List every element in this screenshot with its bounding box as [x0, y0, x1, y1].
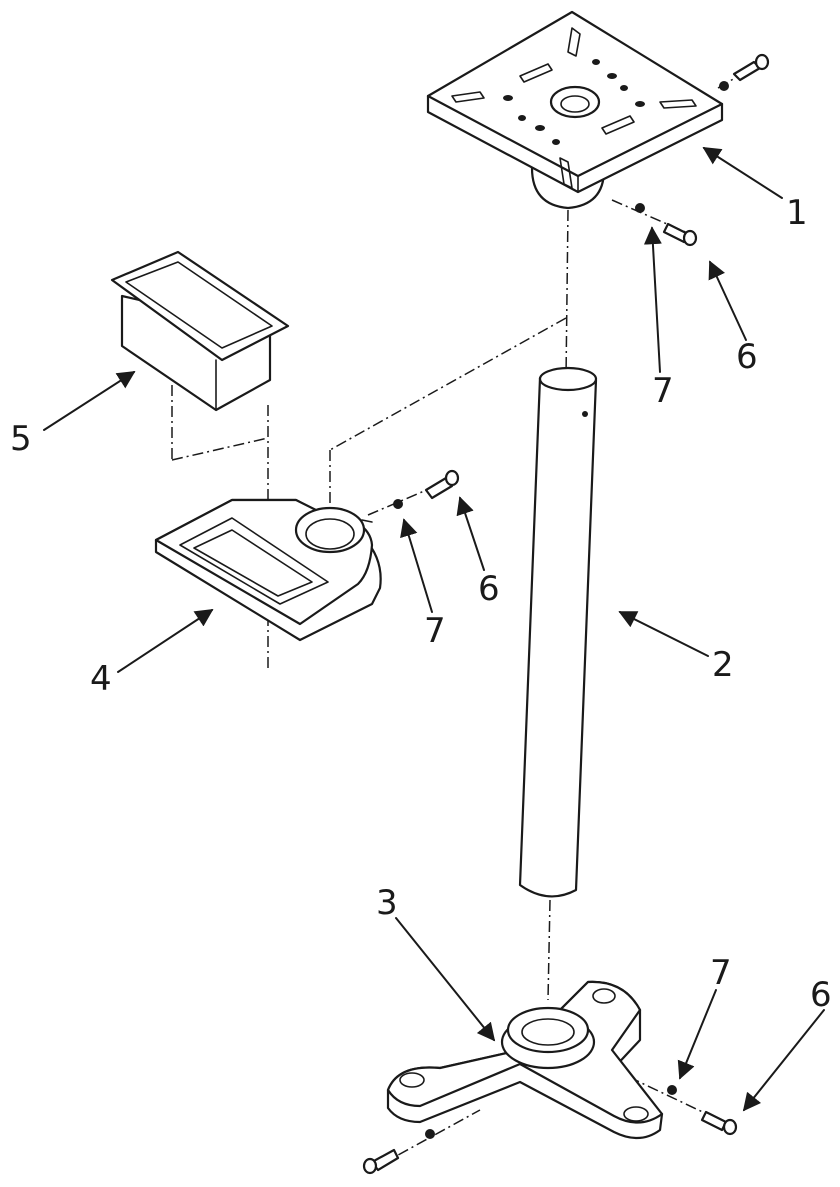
- part-2-column: [518, 366, 598, 898]
- plate-side-screw: [662, 222, 698, 247]
- callout-5: 5: [10, 419, 32, 459]
- centerline-tray-screw: [367, 479, 451, 516]
- column-body: [518, 376, 598, 898]
- callout-7a: 7: [652, 371, 674, 411]
- centerline-plate-to-column: [565, 209, 569, 379]
- callout-4: 4: [90, 659, 112, 699]
- tray-clamp-ring: [294, 506, 366, 554]
- part-3-base: [362, 980, 738, 1175]
- plate-fasteners: [635, 53, 770, 247]
- callout-3: 3: [376, 883, 398, 923]
- tray-clamp-bore: [305, 518, 355, 550]
- plate-center-bore: [560, 95, 590, 113]
- leader-6b: [456, 496, 485, 571]
- base-foot-hole-rear: [592, 988, 616, 1004]
- leader-7a: [643, 226, 662, 373]
- plate-top-screw: [732, 53, 770, 82]
- part-1-table-plate: [426, 10, 724, 210]
- centerline-column-to-tray-bracket: [329, 317, 567, 451]
- base-foot-hole-right: [623, 1106, 649, 1122]
- plate-center-boss: [549, 85, 601, 119]
- tray-washer: [393, 499, 403, 509]
- leader-1: [702, 147, 783, 199]
- plate-holes: [503, 59, 645, 145]
- bin-inner-rim: [125, 261, 273, 349]
- callout-1: 1: [786, 193, 808, 233]
- leader-arrows: [43, 147, 825, 1112]
- leader-2: [618, 611, 709, 657]
- callout-2: 2: [712, 645, 734, 685]
- part-5-bin: [110, 250, 290, 412]
- column-pin-hole: [582, 411, 588, 417]
- plate-slots: [451, 27, 697, 189]
- centerline-column-to-base: [547, 899, 551, 1001]
- leader-5: [43, 371, 136, 431]
- base-left-screw: [362, 1148, 400, 1175]
- tray-recess-inner: [193, 529, 313, 597]
- base-right-screw: [700, 1110, 738, 1136]
- centerline-bin-cross: [171, 437, 269, 461]
- callout-7c: 7: [710, 953, 732, 993]
- leader-6a: [708, 260, 747, 341]
- bin-rim: [110, 250, 290, 362]
- leader-3: [395, 917, 496, 1042]
- callout-6c: 6: [810, 975, 832, 1015]
- plate-top-washer: [719, 81, 729, 91]
- part-4-tray-bracket: [154, 469, 460, 642]
- base-left-washer: [425, 1129, 435, 1139]
- callout-6b: 6: [478, 569, 500, 609]
- callout-7b: 7: [424, 611, 446, 651]
- tray-clamp-slit: [361, 519, 373, 523]
- leader-4: [117, 609, 214, 673]
- base-hub-bore: [521, 1018, 575, 1046]
- base-foot-hole-left: [399, 1072, 425, 1088]
- callout-labels: 1 2 3 4 5 6 6 6 7 7 7: [10, 193, 832, 1015]
- tray-recess: [179, 517, 329, 605]
- plate-side-washer: [635, 203, 645, 213]
- leader-6c: [742, 1009, 825, 1112]
- leader-7c: [677, 989, 717, 1080]
- leader-7b: [400, 518, 433, 613]
- callout-6a: 6: [736, 337, 758, 377]
- tray-screw: [424, 469, 460, 500]
- column-top-opening: [538, 366, 598, 392]
- base-right-washer: [667, 1085, 677, 1095]
